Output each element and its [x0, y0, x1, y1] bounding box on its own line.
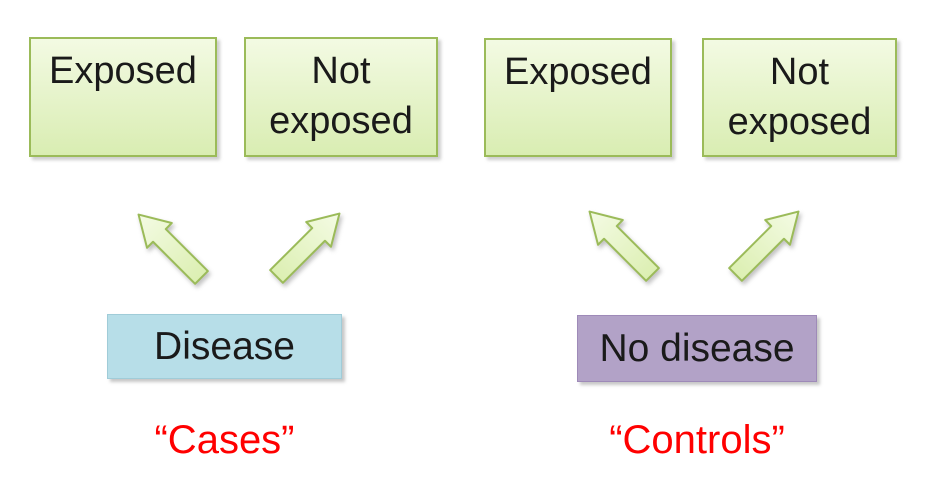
- not-exposed-box-cases: Not exposed: [244, 37, 438, 157]
- no-disease-box: No disease: [577, 315, 817, 382]
- no-disease-label: No disease: [599, 326, 795, 370]
- arrow-up-left-icon: [588, 197, 660, 289]
- arrow-up-right-icon: [269, 199, 341, 291]
- exposed-label: Exposed: [504, 51, 652, 93]
- exposed-label: Exposed: [49, 50, 197, 92]
- not-exposed-box-controls: Not exposed: [702, 38, 897, 157]
- arrow-up-right-icon: [728, 197, 800, 289]
- arrow-up-left-icon: [137, 200, 209, 292]
- disease-label: Disease: [154, 324, 295, 368]
- disease-box: Disease: [107, 314, 342, 379]
- controls-label: “Controls”: [609, 418, 785, 462]
- exposed-box-controls: Exposed: [484, 38, 672, 157]
- exposed-box-cases: Exposed: [29, 37, 217, 157]
- not-exposed-label: Not exposed: [727, 51, 872, 144]
- cases-label: “Cases”: [154, 418, 295, 462]
- not-exposed-label: Not exposed: [269, 50, 413, 143]
